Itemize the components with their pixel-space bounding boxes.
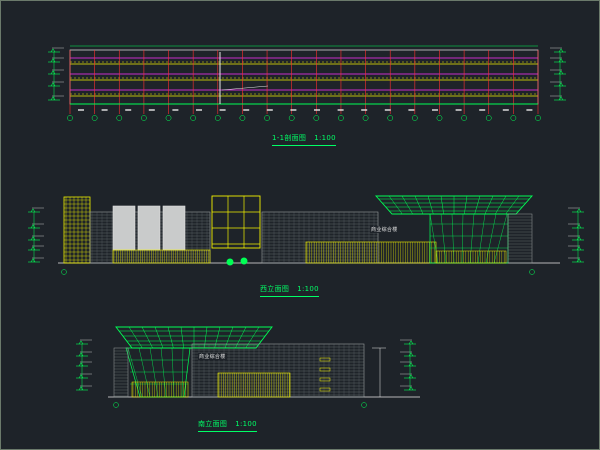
south-axis-bubble: [361, 402, 367, 408]
west-central-glass: [211, 195, 261, 249]
south-axis-bubble: [113, 402, 119, 408]
west-shrub: [240, 257, 248, 265]
south-elevation-caption-underline: [198, 431, 257, 432]
section-caption: 1-1剖面图 1:100: [272, 133, 336, 146]
section-scale: 1:100: [314, 134, 336, 142]
west-elevation-scale: 1:100: [297, 285, 319, 293]
west-elevation-title: 西立面图: [260, 285, 290, 293]
west-elevation-drawing: [28, 195, 584, 275]
south-elevation-scale: 1:100: [235, 420, 257, 428]
west-shrub: [226, 258, 234, 266]
section-title: 1-1剖面图: [272, 134, 307, 142]
west-axis-bubble: [529, 269, 535, 275]
west-right-wall: [261, 211, 379, 264]
south-elevation-drawing: [76, 326, 420, 408]
west-glass-panel: [112, 205, 136, 251]
west-elevation-caption: 西立面图 1:100: [260, 284, 319, 297]
south-canopy-frame: [125, 347, 191, 398]
west-glass-panel: [137, 205, 161, 251]
south-storefront: [217, 372, 291, 398]
south-left-storefront: [131, 381, 189, 398]
section-drawing: [48, 45, 566, 121]
west-glass-panel: [162, 205, 186, 251]
west-elevation-caption-underline: [260, 296, 319, 297]
west-axis-bubble: [61, 269, 67, 275]
section-caption-underline: [272, 145, 336, 146]
west-storefront: [112, 249, 211, 264]
south-elevation-sign: 商业综合楼: [198, 353, 227, 360]
west-elevation-sign: 商业综合楼: [370, 226, 399, 233]
south-elevation-title: 南立面图: [198, 420, 228, 428]
south-elevation-caption: 南立面图 1:100: [198, 419, 257, 432]
